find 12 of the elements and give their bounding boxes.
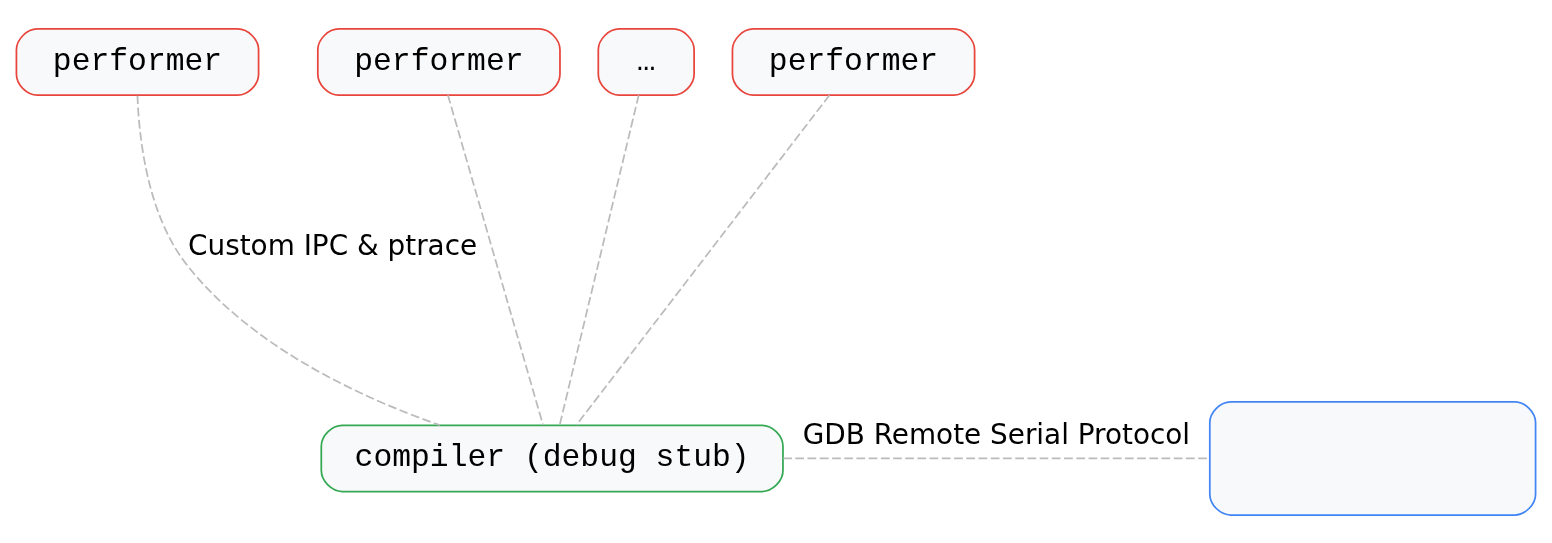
connector: [575, 93, 831, 426]
node-box: performer: [731, 27, 976, 96]
connector: [447, 93, 544, 426]
node-box: performer: [316, 27, 561, 96]
connector: [136, 94, 441, 426]
node-box: [1208, 400, 1537, 516]
node-box: compiler (debug stub): [320, 423, 784, 492]
node-box: performer: [15, 27, 260, 96]
connector: [558, 93, 640, 426]
edge-label: Custom IPC & ptrace: [188, 228, 478, 262]
node-box: …: [597, 27, 695, 96]
edge-label: GDB Remote Serial Protocol: [802, 417, 1191, 451]
